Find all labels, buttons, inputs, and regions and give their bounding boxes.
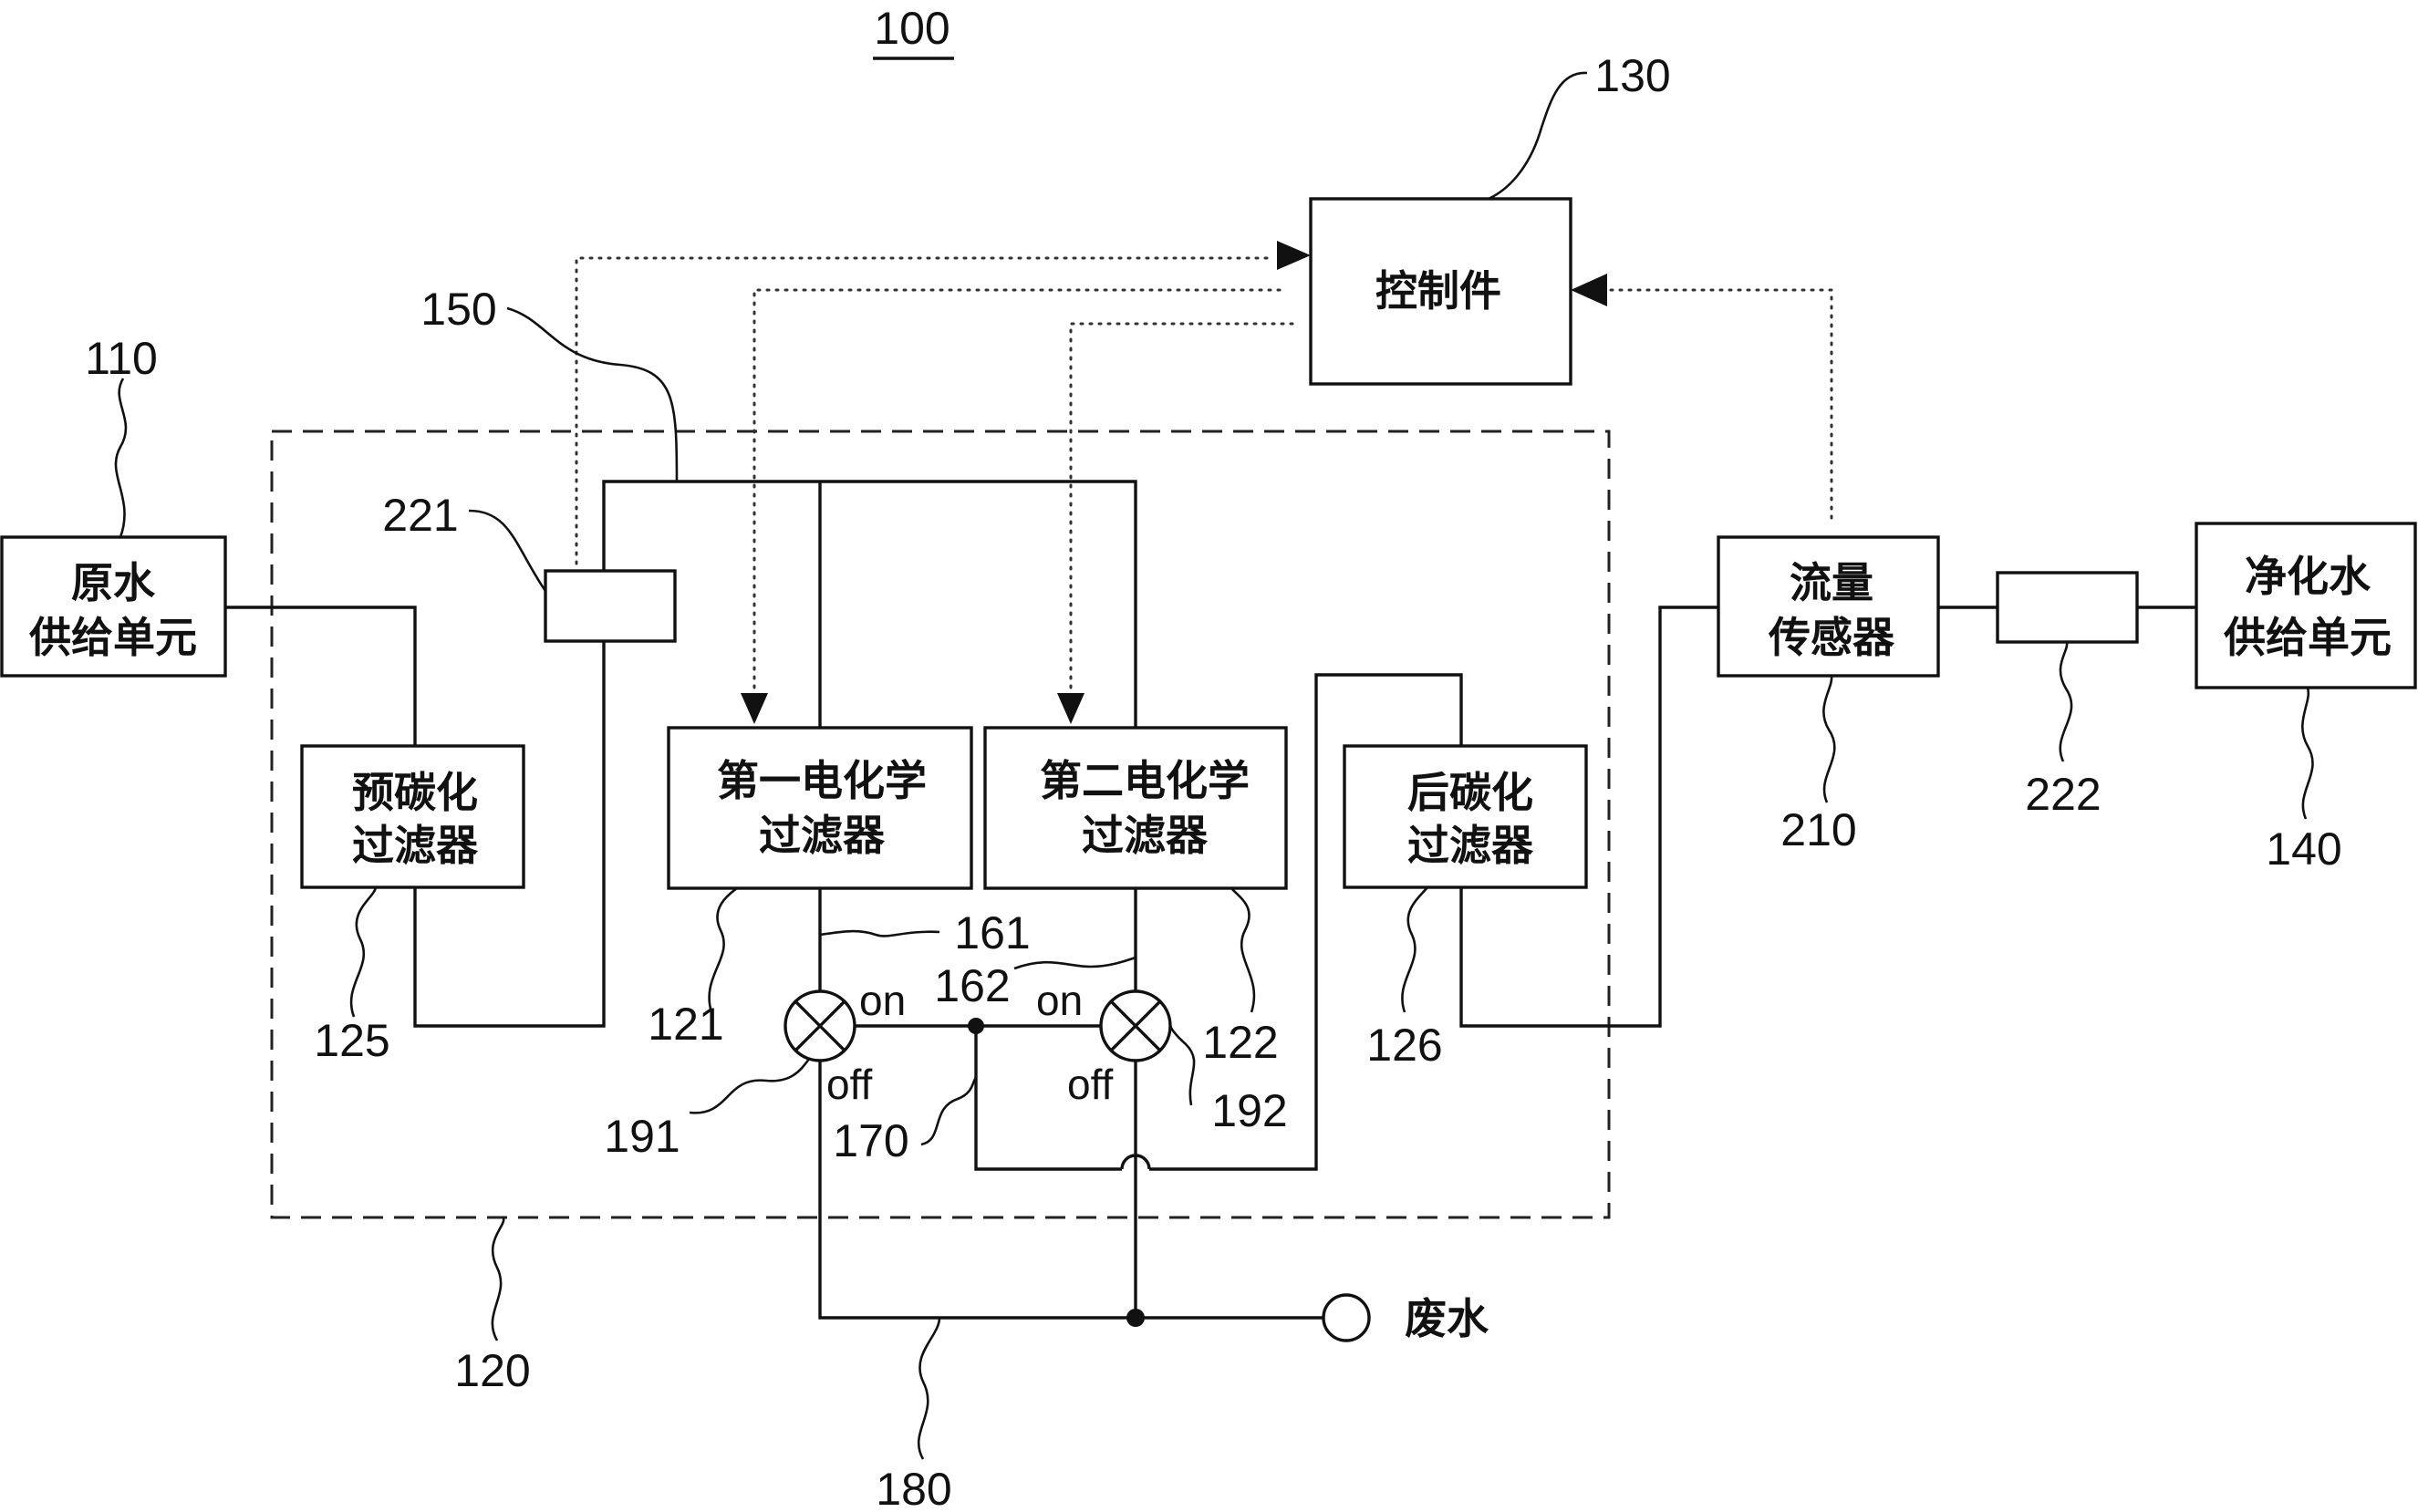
second-ec-label-2: 过滤器 [1082, 811, 1209, 860]
junction-dot-on-line [968, 1018, 984, 1034]
ref-121: 121 [648, 999, 723, 1050]
ref-110: 110 [85, 333, 158, 384]
valve-192-off-label: off [1067, 1061, 1114, 1108]
filter-unit-enclosure [270, 430, 1611, 1219]
ref-126: 126 [1366, 1020, 1442, 1071]
figure-number: 100 [874, 3, 950, 54]
valve-191-on-label: on [859, 977, 906, 1024]
junction-dot-waste [1126, 1309, 1145, 1327]
valve-222-box [1996, 571, 2139, 644]
leader-lines [114, 71, 2314, 1460]
pre-carbon-filter-box [300, 744, 525, 889]
second-electrochemical-filter-box [983, 726, 1288, 890]
ref-122: 122 [1202, 1017, 1278, 1068]
post-carbon-filter-box [1343, 744, 1588, 889]
post-carbon-label-2: 过滤器 [1407, 821, 1534, 870]
water-lines [225, 480, 2196, 1320]
ref-125: 125 [314, 1015, 389, 1066]
ref-180: 180 [876, 1464, 951, 1512]
arrow-to-controller-right [1571, 274, 1607, 306]
ref-161: 161 [954, 907, 1030, 958]
raw-water-label-2: 供给单元 [29, 613, 197, 662]
raw-water-supply-box [0, 535, 227, 678]
controller-box [1309, 197, 1572, 386]
ref-222: 222 [2025, 769, 2101, 820]
ref-162: 162 [934, 960, 1010, 1011]
valve-221-box [544, 569, 677, 643]
flow-sensor-box [1717, 535, 1940, 678]
purified-water-label-1: 净化水 [2245, 552, 2371, 601]
valve-191-off-label: off [826, 1061, 873, 1108]
pre-carbon-label-2: 过滤器 [352, 821, 479, 870]
pre-carbon-label-1: 预碳化 [352, 768, 478, 817]
ref-150: 150 [420, 284, 496, 335]
waste-water-outlet [1322, 1293, 1371, 1342]
valve-192-on-label: on [1036, 977, 1083, 1024]
post-carbon-label-1: 后碳化 [1407, 768, 1533, 817]
ref-130: 130 [1594, 50, 1670, 101]
first-electrochemical-filter-box [667, 726, 973, 890]
raw-water-label-1: 原水 [71, 558, 156, 607]
arrow-to-second-filter [1057, 693, 1084, 724]
arrow-to-controller-left [1277, 241, 1311, 270]
ref-140: 140 [2266, 823, 2341, 875]
ref-191: 191 [604, 1111, 680, 1162]
valve-192 [1099, 989, 1172, 1062]
flow-sensor-label-2: 传感器 [1768, 613, 1895, 662]
first-ec-label-1: 第一电化学 [717, 756, 927, 805]
control-signal-lines [575, 256, 1833, 717]
ref-221: 221 [382, 490, 458, 541]
waste-water-label: 废水 [1405, 1294, 1489, 1343]
flow-sensor-label-1: 流量 [1790, 558, 1873, 607]
controller-label: 控制件 [1375, 266, 1501, 316]
ref-192: 192 [1211, 1085, 1287, 1136]
second-ec-label-1: 第二电化学 [1040, 756, 1250, 805]
ref-120: 120 [454, 1345, 530, 1396]
first-ec-label-2: 过滤器 [759, 811, 886, 860]
purified-water-supply-box [2195, 522, 2417, 689]
arrow-to-first-filter [741, 693, 768, 724]
valve-191 [784, 989, 856, 1062]
ref-170: 170 [833, 1115, 908, 1166]
ref-210: 210 [1780, 804, 1856, 855]
purified-water-label-2: 供给单元 [2224, 613, 2392, 662]
